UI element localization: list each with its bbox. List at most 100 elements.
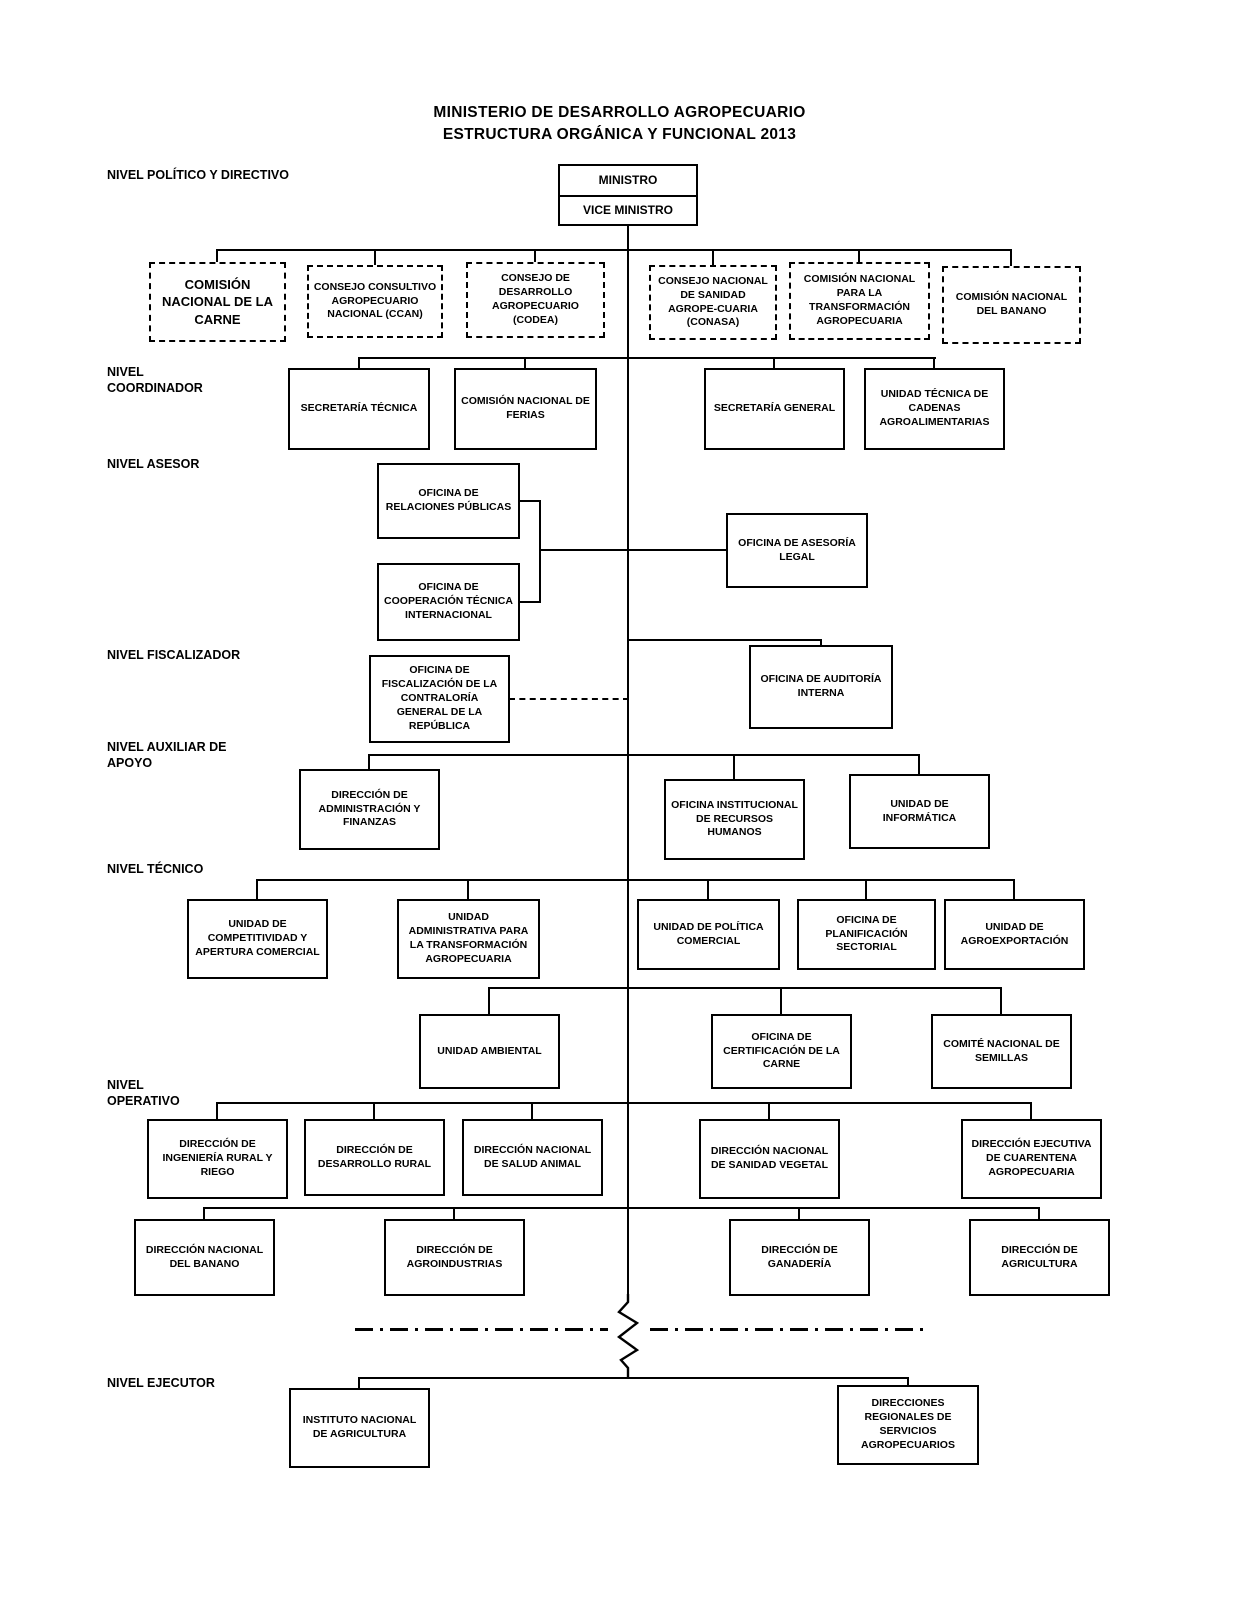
node-comision-transformacion: COMISIÓN NACIONAL PARA LA TRANSFORMACIÓN… — [789, 262, 930, 340]
node-cuarentena: DIRECCIÓN EJECUTIVA DE CUARENTENA AGROPE… — [961, 1119, 1102, 1199]
level-label-coordinador: NIVEL COORDINADOR — [107, 365, 203, 396]
node-salud-animal: DIRECCIÓN NACIONAL DE SALUD ANIMAL — [462, 1119, 603, 1196]
connector-operativo-row2 — [203, 1207, 1040, 1209]
node-cadenas-agroalimentarias: UNIDAD TÉCNICA DE CADENAS AGROALIMENTARI… — [864, 368, 1005, 450]
page-title: MINISTERIO DE DESARROLLO AGROPECUARIO ES… — [0, 102, 1239, 147]
connector-ejecutor-row — [358, 1377, 909, 1379]
drop-uatp — [467, 879, 469, 900]
drop-certificacion-carne — [780, 987, 782, 1015]
node-admin-finanzas: DIRECCIÓN DE ADMINISTRACIÓN Y FINANZAS — [299, 769, 440, 850]
drop-sanidad-vegetal — [768, 1102, 770, 1120]
node-secretaria-tecnica: SECRETARÍA TÉCNICA — [288, 368, 430, 450]
drop-politica-comercial — [707, 879, 709, 900]
drop-ina — [358, 1377, 360, 1389]
node-uatp: UNIDAD ADMINISTRATIVA PARA LA TRANSFORMA… — [397, 899, 540, 979]
node-planificacion-sectorial: OFICINA DE PLANIFICACIÓN SECTORIAL — [797, 899, 936, 970]
node-agroindustrias: DIRECCIÓN DE AGROINDUSTRIAS — [384, 1219, 525, 1296]
break-line-right — [650, 1328, 925, 1331]
connector-auxiliar-row — [368, 754, 920, 756]
level-label-fiscalizador: NIVEL FISCALIZADOR — [107, 648, 241, 662]
drop-carne — [216, 249, 218, 263]
break-zigzag-symbol — [616, 1294, 640, 1378]
node-comision-carne: COMISIÓN NACIONAL DE LA CARNE — [149, 262, 286, 342]
level-label-auxiliar: NIVEL AUXILIAR DE APOYO — [107, 740, 227, 771]
connector-tecnico-row1 — [256, 879, 1015, 881]
drop-admin-finanzas — [368, 754, 370, 770]
node-unidad-ambiental: UNIDAD AMBIENTAL — [419, 1014, 560, 1089]
drop-competitividad — [256, 879, 258, 900]
level-label-tecnico: NIVEL TÉCNICO — [107, 862, 204, 876]
node-recursos-humanos: OFICINA INSTITUCIONAL DE RECURSOS HUMANO… — [664, 779, 805, 860]
node-cooperacion-tecnica: OFICINA DE COOPERACIÓN TÉCNICA INTERNACI… — [377, 563, 520, 641]
page-title-line1: MINISTERIO DE DESARROLLO AGROPECUARIO — [433, 104, 806, 121]
break-line-left — [355, 1328, 608, 1331]
node-codea: CONSEJO DE DESARROLLO AGROPECUARIO (CODE… — [466, 262, 605, 338]
node-ingenieria-rural: DIRECCIÓN DE INGENIERÍA RURAL Y RIEGO — [147, 1119, 288, 1199]
node-comision-ferias: COMISIÓN NACIONAL DE FERIAS — [454, 368, 597, 450]
node-direcciones-regionales: DIRECCIONES REGIONALES DE SERVICIOS AGRO… — [837, 1385, 979, 1465]
node-informatica: UNIDAD DE INFORMÁTICA — [849, 774, 990, 849]
arm-auditoria — [627, 639, 822, 641]
arm-asesoria-legal — [539, 549, 728, 551]
drop-informatica — [918, 754, 920, 775]
node-competitividad: UNIDAD DE COMPETITIVIDAD Y APERTURA COME… — [187, 899, 328, 979]
drop-transformacion — [858, 249, 860, 263]
drop-ccan — [374, 249, 376, 266]
drop-dir-banano — [203, 1207, 205, 1220]
drop-desarrollo-rural — [373, 1102, 375, 1120]
spine-asesor — [539, 500, 541, 603]
node-agroexportacion: UNIDAD DE AGROEXPORTACIÓN — [944, 899, 1085, 970]
node-relaciones-publicas: OFICINA DE RELACIONES PÚBLICAS — [377, 463, 520, 539]
drop-semillas — [1000, 987, 1002, 1015]
drop-cadenas — [933, 357, 935, 369]
node-desarrollo-rural: DIRECCIÓN DE DESARROLLO RURAL — [304, 1119, 445, 1196]
node-ccan: CONSEJO CONSULTIVO AGROPECUARIO NACIONAL… — [307, 265, 443, 338]
node-secretaria-general: SECRETARÍA GENERAL — [704, 368, 845, 450]
node-direccion-banano: DIRECCIÓN NACIONAL DEL BANANO — [134, 1219, 275, 1296]
level-label-operativo: NIVEL OPERATIVO — [107, 1078, 180, 1109]
level-label-asesor: NIVEL ASESOR — [107, 457, 200, 471]
drop-agroindustrias — [453, 1207, 455, 1220]
drop-secretaria-general — [773, 357, 775, 369]
drop-salud-animal — [531, 1102, 533, 1120]
arm-relaciones-publicas — [518, 500, 541, 502]
level-label-politico: NIVEL POLÍTICO Y DIRECTIVO — [107, 168, 289, 182]
node-comite-semillas: COMITÉ NACIONAL DE SEMILLAS — [931, 1014, 1072, 1089]
drop-ingenieria-rural — [216, 1102, 218, 1120]
drop-conasa — [712, 249, 714, 266]
drop-ambiental — [488, 987, 490, 1015]
node-ministro: MINISTRO — [558, 164, 698, 197]
node-instituto-agricultura: INSTITUTO NACIONAL DE AGRICULTURA — [289, 1388, 430, 1468]
drop-ferias — [524, 357, 526, 369]
drop-agricultura — [1038, 1207, 1040, 1220]
drop-agroexportacion — [1013, 879, 1015, 900]
dashed-connector-contraloria — [509, 698, 629, 700]
drop-recursos-humanos — [733, 754, 735, 780]
level-label-ejecutor: NIVEL EJECUTOR — [107, 1376, 215, 1390]
arm-cooperacion — [518, 601, 541, 603]
node-ganaderia: DIRECCIÓN DE GANADERÍA — [729, 1219, 870, 1296]
node-comision-banano: COMISIÓN NACIONAL DEL BANANO — [942, 266, 1081, 344]
node-auditoria-interna: OFICINA DE AUDITORÍA INTERNA — [749, 645, 893, 729]
drop-codea — [534, 249, 536, 263]
node-sanidad-vegetal: DIRECCIÓN NACIONAL DE SANIDAD VEGETAL — [699, 1119, 840, 1199]
node-politica-comercial: UNIDAD DE POLÍTICA COMERCIAL — [637, 899, 780, 970]
node-conasa: CONSEJO NACIONAL DE SANIDAD AGROPE-CUARI… — [649, 265, 777, 340]
connector-tecnico-row2 — [488, 987, 1002, 989]
drop-ganaderia — [798, 1207, 800, 1220]
node-certificacion-carne: OFICINA DE CERTIFICACIÓN DE LA CARNE — [711, 1014, 852, 1089]
node-vice-ministro: VICE MINISTRO — [558, 195, 698, 226]
page-title-line2: ESTRUCTURA ORGÁNICA Y FUNCIONAL 2013 — [442, 126, 797, 144]
drop-banano — [1010, 249, 1012, 267]
node-contraloria: OFICINA DE FISCALIZACIÓN DE LA CONTRALOR… — [369, 655, 510, 743]
node-agricultura: DIRECCIÓN DE AGRICULTURA — [969, 1219, 1110, 1296]
drop-regionales — [907, 1377, 909, 1386]
drop-cuarentena — [1030, 1102, 1032, 1120]
trunk-line — [627, 226, 629, 1298]
node-asesoria-legal: OFICINA DE ASESORÍA LEGAL — [726, 513, 868, 588]
connector-coordinador-row — [358, 357, 936, 359]
drop-planificacion — [865, 879, 867, 900]
connector-operativo-row1 — [216, 1102, 1032, 1104]
drop-secretaria-tecnica — [358, 357, 360, 369]
